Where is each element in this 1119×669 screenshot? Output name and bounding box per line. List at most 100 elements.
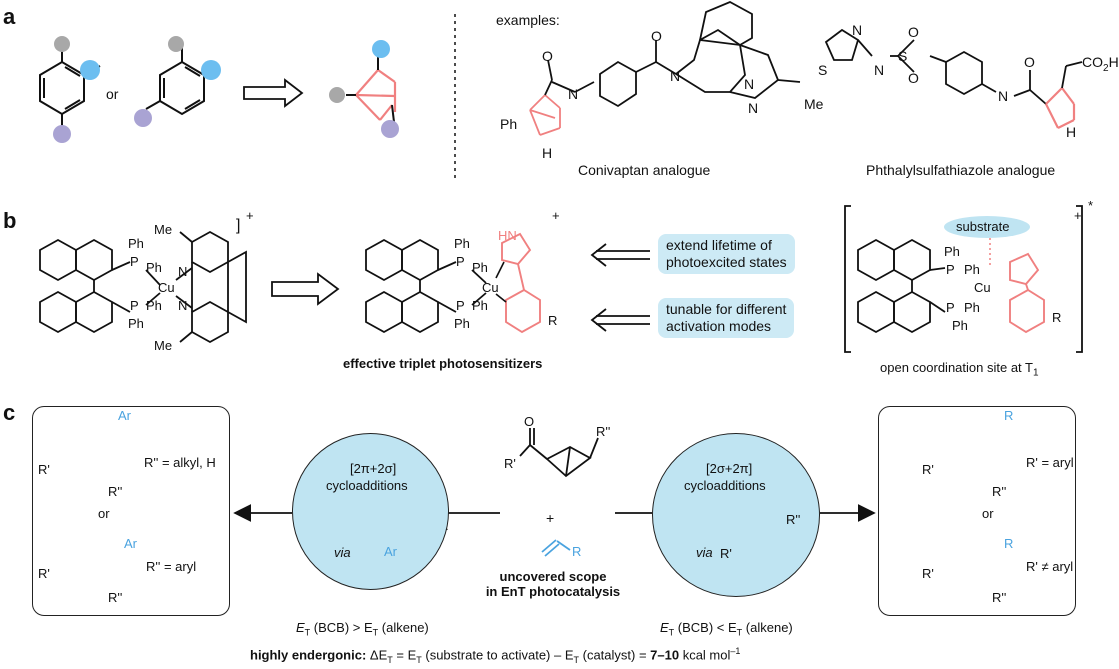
right-circle-via: via: [696, 545, 713, 560]
caption-open-site: open coordination site at T1: [880, 360, 1039, 379]
bicyclic-product-a: [355, 69, 397, 121]
open-arrow-a: [243, 78, 304, 108]
atom-ph-2d: Ph: [454, 316, 470, 331]
right-circle: [652, 433, 820, 597]
atom-ph-2c: Ph: [472, 298, 488, 313]
atom-p-1a: P: [130, 254, 139, 269]
atom-o-amide: O: [1024, 54, 1035, 70]
open-arrow-b: [271, 272, 340, 306]
atom-p-1b: P: [130, 298, 139, 313]
atom-me-1a: Me: [154, 222, 173, 237]
left-circle-via: via: [334, 545, 351, 560]
atom-cu-2: Cu: [482, 280, 499, 295]
atom-ph-3b: Ph: [964, 262, 980, 277]
examples-label: examples:: [496, 12, 560, 28]
conivaptan-structure: [529, 1, 801, 136]
right-circle-line2: cycloadditions: [684, 478, 766, 493]
left-bottom-rp: R': [38, 566, 50, 581]
atom-o-sulfonyl1: O: [908, 24, 919, 40]
atom-o-a1: O: [542, 48, 553, 64]
pill-arrows: [590, 243, 650, 332]
bcb-rp: R': [504, 456, 516, 471]
left-top-label: R'' = alkyl, H: [144, 455, 216, 470]
atom-ph-1b: Ph: [146, 260, 162, 275]
left-bottom-rpp: R'': [108, 590, 123, 605]
left-circle-line2: cycloadditions: [326, 478, 408, 493]
charge-star: *: [1088, 198, 1094, 213]
left-bottom-ar: Ar: [124, 536, 137, 551]
right-top-rpp: R'': [992, 484, 1007, 499]
right-bottom-rpp: R'': [992, 590, 1007, 605]
atom-o-sulfonyl2: O: [908, 70, 919, 86]
panel-label-b: b: [3, 208, 17, 233]
substrate-ellipse: [944, 216, 1030, 238]
panel-label-c: c: [3, 400, 16, 425]
right-product-box: [878, 406, 1076, 616]
charge-plus-2: +: [552, 208, 560, 223]
right-top-r: R: [1004, 408, 1014, 423]
atom-s-sulfonyl: S: [898, 48, 908, 64]
or-label-a: or: [106, 86, 119, 102]
left-top-rp: R': [38, 462, 50, 477]
svg-text:]: ]: [236, 217, 240, 234]
right-bottom-rp: R': [922, 566, 934, 581]
phthalyl-structure: [824, 28, 1083, 129]
right-condition: ET (BCB) < ET (alkene): [660, 620, 793, 638]
left-circle-line1: [2π+2σ]: [350, 461, 397, 476]
binap-complex-2: [365, 238, 487, 334]
atom-nh-a: N: [568, 86, 579, 102]
bcb-rpp: R'': [596, 424, 611, 439]
charge-plus-1: +: [246, 208, 254, 223]
atom-ph-1a: Ph: [128, 236, 144, 251]
charge-plus-3: +: [1074, 208, 1082, 223]
atom-n-amide: N: [998, 88, 1009, 104]
substrate-label: substrate: [956, 219, 1010, 234]
blue-substituent-1: [80, 60, 100, 80]
benzene-2: [145, 45, 219, 116]
atom-s-thiazole: S: [818, 62, 828, 78]
atom-ph-2a: Ph: [454, 236, 470, 251]
panel-label-a: a: [3, 4, 16, 29]
right-or: or: [982, 506, 994, 521]
right-top-rp: R': [922, 462, 934, 477]
right-circle-rp: R': [720, 546, 732, 561]
purple-substituent-1: [53, 125, 71, 143]
benzene-1: [39, 45, 101, 130]
svg-text:R: R: [1052, 310, 1061, 325]
atom-p-3a: P: [946, 262, 955, 277]
right-top-label: R' = aryl: [1026, 455, 1074, 470]
right-circle-rpp: R'': [786, 512, 801, 527]
left-circle-ar: Ar: [384, 544, 397, 559]
atom-ph-1c: Ph: [146, 298, 162, 313]
right-bottom-r: R: [1004, 536, 1014, 551]
atom-n-sulfonamide: N: [874, 62, 885, 78]
grey-substituent-1: [54, 36, 70, 52]
blue-substituent-2: [201, 60, 221, 80]
left-condition: ET (BCB) > ET (alkene): [296, 620, 429, 638]
alkene-r: R: [572, 544, 582, 559]
excited-complex: [844, 205, 1083, 353]
atom-cu-3: Cu: [974, 280, 991, 295]
left-product-box: [32, 406, 230, 616]
right-bottom-label: R' ≠ aryl: [1026, 559, 1074, 574]
atom-ph-a: Ph: [500, 116, 518, 132]
atom-p-2a: P: [456, 254, 465, 269]
left-top-rpp: R'': [108, 484, 123, 499]
atom-n-1b: N: [178, 298, 188, 313]
left-or: or: [98, 506, 110, 521]
atom-ph-1d: Ph: [128, 316, 144, 331]
atom-ph-3a: Ph: [944, 244, 960, 259]
pyrazole-pyridine-ligand: [501, 232, 541, 334]
atom-ph-3d: Ph: [952, 318, 968, 333]
atom-ph-2b: Ph: [472, 260, 488, 275]
left-top-ar: Ar: [118, 408, 131, 423]
purple-substituent-2: [134, 109, 152, 127]
atom-nh-imidazole: N: [748, 100, 759, 116]
atom-p-2b: P: [456, 298, 465, 313]
atom-ph-3c: Ph: [964, 300, 980, 315]
atom-n-thiazole: N: [852, 22, 863, 38]
alkene-structure: [541, 539, 571, 557]
